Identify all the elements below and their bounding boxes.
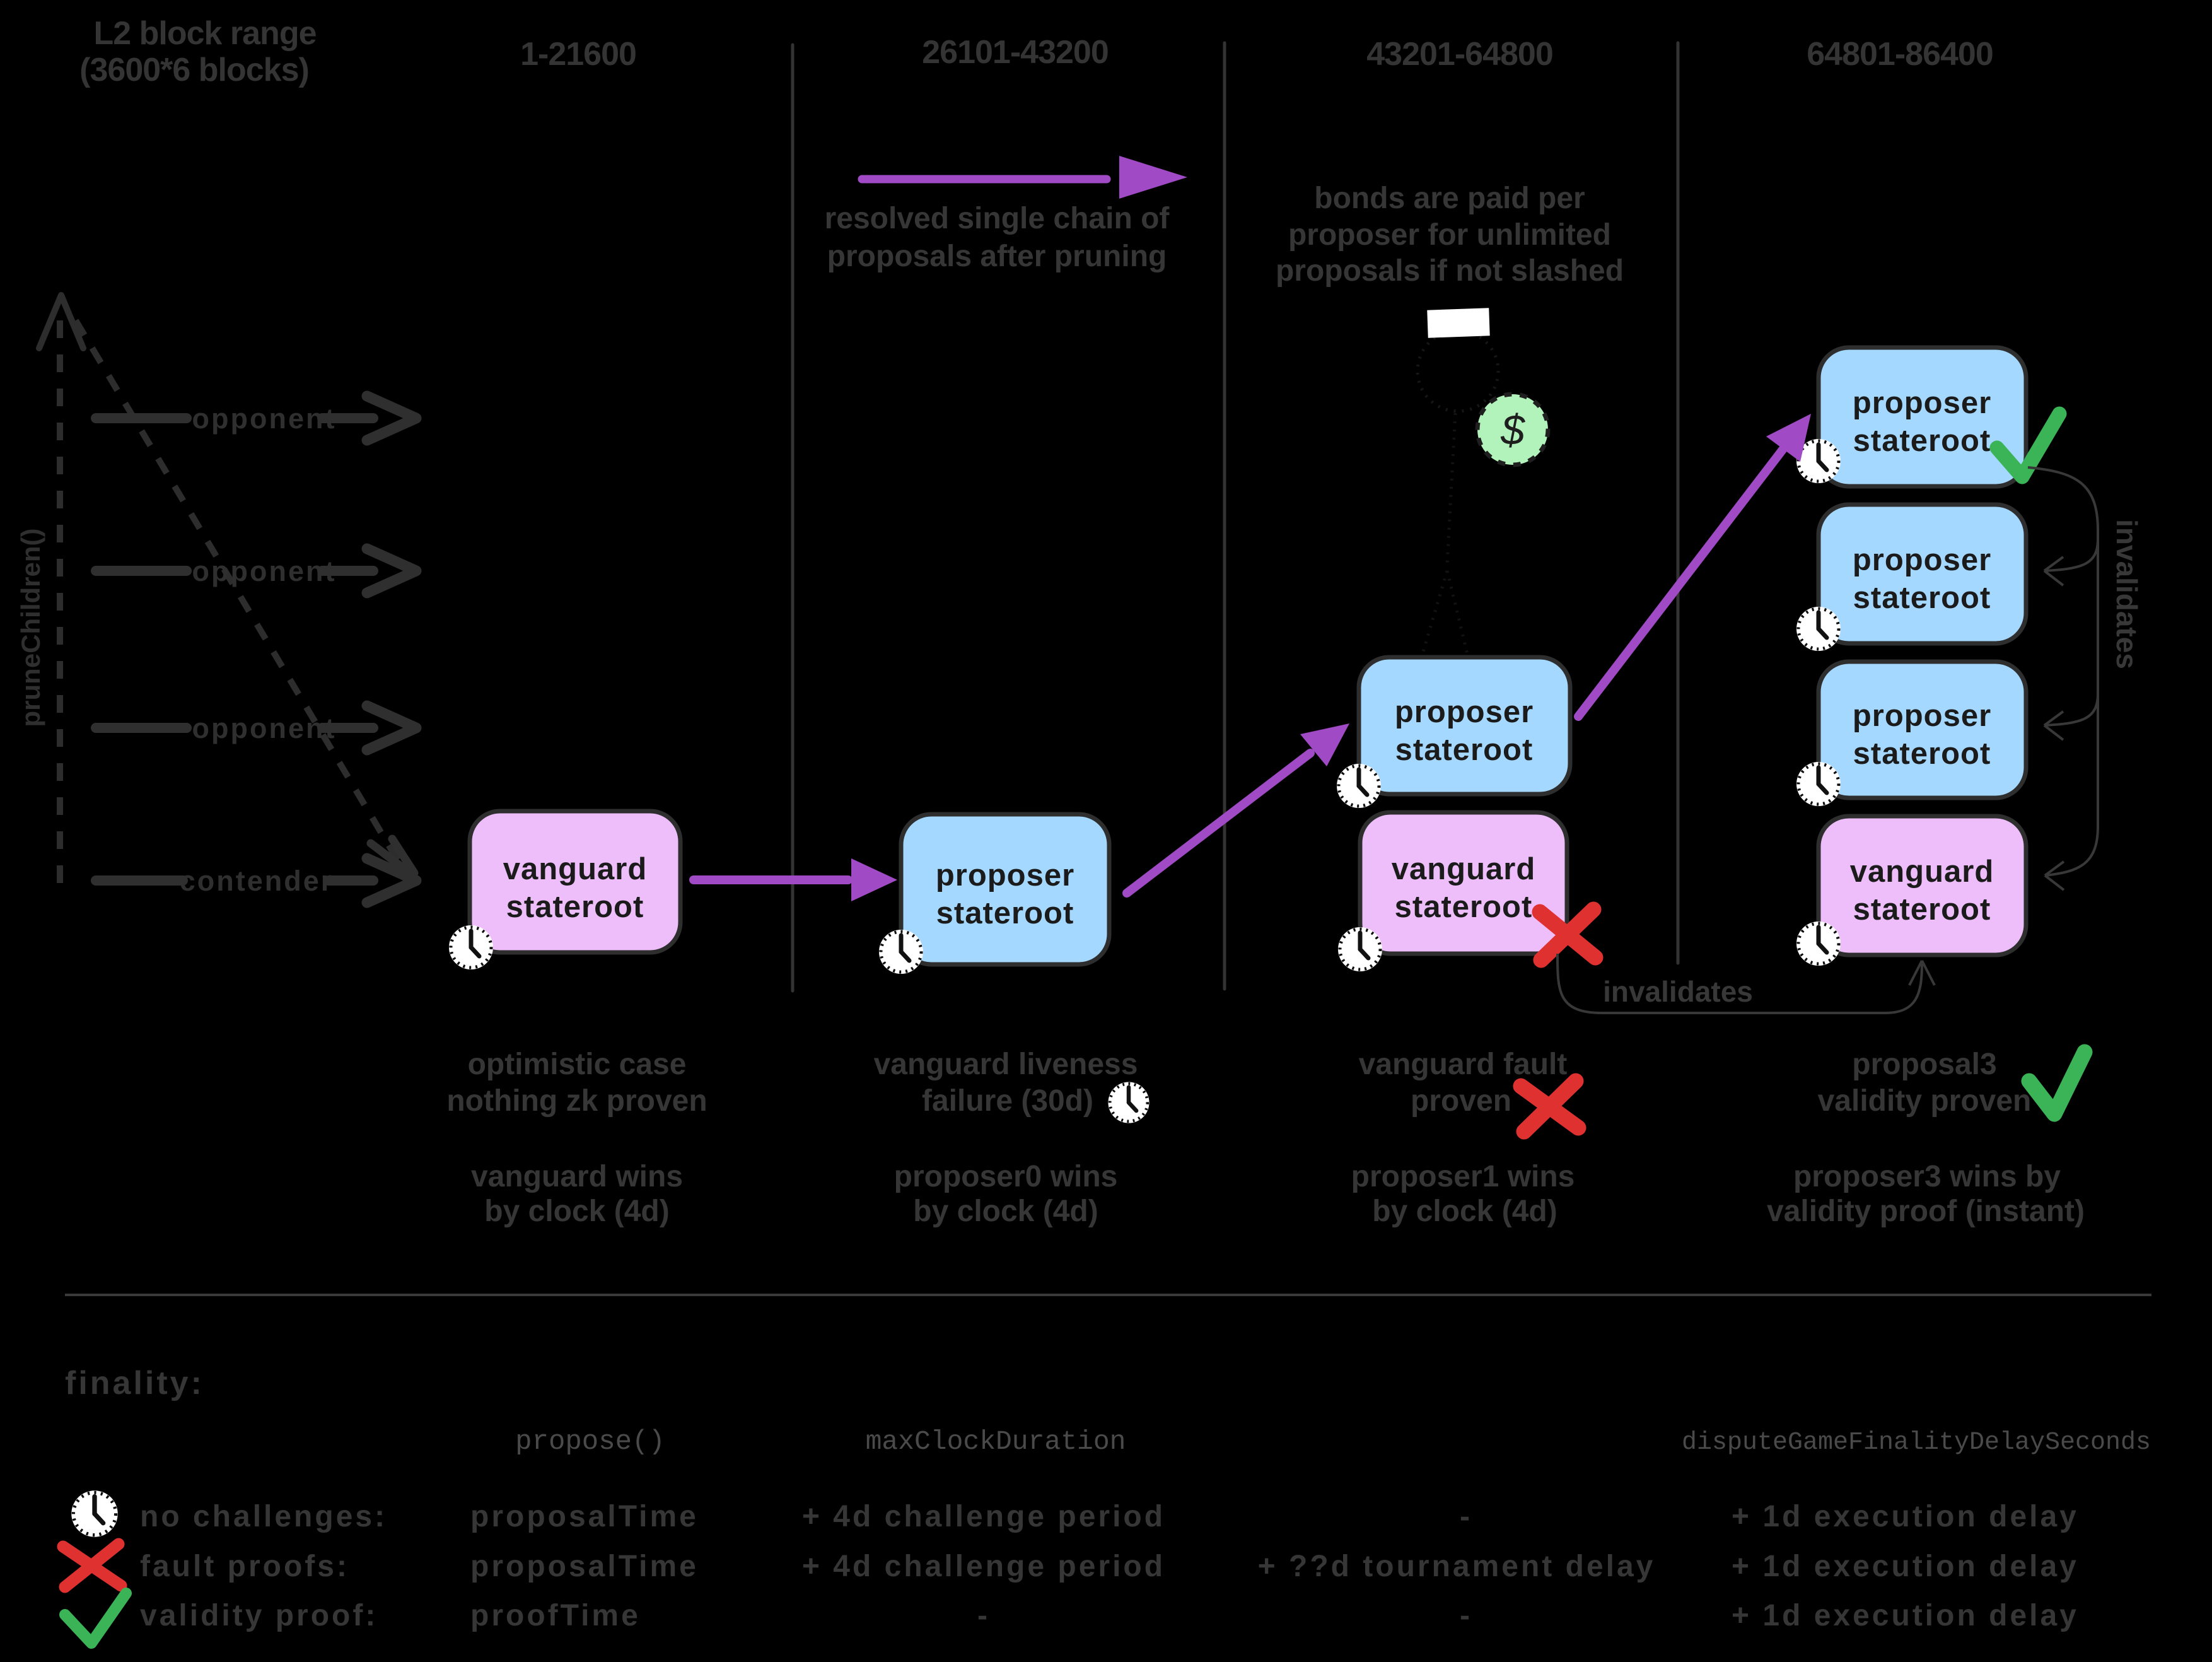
svg-text:contender: contender	[180, 865, 334, 897]
svg-text:resolved single chain of: resolved single chain of	[825, 202, 1170, 235]
svg-text:proposer: proposer	[1853, 699, 1991, 733]
svg-text:optimistic case: optimistic case	[468, 1048, 687, 1081]
svg-text:vanguard liveness: vanguard liveness	[874, 1048, 1138, 1081]
svg-text:proofTime: proofTime	[470, 1599, 641, 1632]
svg-text:validity proof:: validity proof:	[140, 1599, 378, 1632]
svg-text:proposer0 wins: proposer0 wins	[894, 1160, 1118, 1193]
svg-text:proposals after pruning: proposals after pruning	[827, 240, 1167, 273]
svg-text:nothing zk proven: nothing zk proven	[446, 1084, 707, 1118]
svg-text:+ 1d execution delay: + 1d execution delay	[1732, 1550, 2079, 1583]
svg-text:vanguard: vanguard	[1392, 852, 1536, 886]
svg-text:+ 4d challenge period: + 4d challenge period	[802, 1550, 1165, 1583]
svg-text:no challenges:: no challenges:	[140, 1500, 387, 1533]
svg-text:-: -	[977, 1599, 990, 1632]
svg-text:L2 block range: L2 block range	[94, 15, 317, 52]
svg-text:proposer3 wins by: proposer3 wins by	[1793, 1160, 2061, 1193]
svg-text:stateroot: stateroot	[1853, 737, 1991, 771]
svg-text:+ 1d execution delay: + 1d execution delay	[1732, 1599, 2079, 1632]
svg-text:proposalTime: proposalTime	[470, 1500, 699, 1533]
svg-text:stateroot: stateroot	[1395, 890, 1533, 924]
svg-text:(3600*6 blocks): (3600*6 blocks)	[79, 52, 309, 88]
svg-text:fault proofs:: fault proofs:	[140, 1550, 349, 1583]
svg-text:propose(): propose()	[515, 1426, 665, 1458]
svg-text:finality:: finality:	[65, 1365, 204, 1402]
svg-text:stateroot: stateroot	[1853, 892, 1991, 927]
svg-text:stateroot: stateroot	[1853, 581, 1991, 615]
svg-text:proposer: proposer	[936, 858, 1074, 892]
svg-text:vanguard: vanguard	[1850, 855, 1994, 889]
svg-text:invalidates: invalidates	[1603, 975, 1753, 1008]
svg-text:proposer for unlimited: proposer for unlimited	[1288, 218, 1611, 252]
svg-text:opponent: opponent	[192, 712, 337, 744]
svg-text:proposer: proposer	[1395, 695, 1534, 729]
svg-text:+ ??d tournament delay: + ??d tournament delay	[1258, 1550, 1656, 1583]
svg-text:bonds are paid per: bonds are paid per	[1314, 182, 1585, 215]
svg-text:+ 4d challenge period: + 4d challenge period	[802, 1500, 1165, 1533]
svg-text:maxClockDuration: maxClockDuration	[866, 1426, 1126, 1457]
svg-text:by clock (4d): by clock (4d)	[913, 1195, 1098, 1228]
svg-text:stateroot: stateroot	[1853, 424, 1991, 458]
svg-text:64801-86400: 64801-86400	[1807, 36, 1993, 73]
svg-text:+ 1d execution delay: + 1d execution delay	[1732, 1500, 2079, 1533]
svg-text:vanguard: vanguard	[503, 852, 648, 886]
svg-text:proposalTime: proposalTime	[470, 1550, 699, 1583]
svg-text:opponent: opponent	[192, 555, 337, 587]
svg-text:stateroot: stateroot	[1395, 733, 1534, 767]
svg-text:proposer: proposer	[1853, 543, 1991, 577]
svg-text:vanguard wins: vanguard wins	[471, 1160, 683, 1193]
svg-text:stateroot: stateroot	[506, 890, 644, 924]
svg-text:failure (30d): failure (30d)	[922, 1084, 1093, 1118]
svg-text:proposer1 wins: proposer1 wins	[1351, 1160, 1575, 1193]
svg-text:stateroot: stateroot	[936, 896, 1074, 930]
svg-text:by clock (4d): by clock (4d)	[1372, 1195, 1557, 1228]
svg-text:disputeGameFinalityDelaySecond: disputeGameFinalityDelaySeconds	[1682, 1429, 2151, 1457]
svg-text:by clock (4d): by clock (4d)	[484, 1195, 669, 1228]
svg-text:$: $	[1500, 406, 1525, 454]
svg-text:proposer: proposer	[1853, 386, 1991, 420]
svg-text:invalidates: invalidates	[2110, 519, 2143, 669]
svg-text:-: -	[1460, 1599, 1472, 1632]
svg-text:validity proof (instant): validity proof (instant)	[1767, 1195, 2085, 1228]
svg-text:validity proven: validity proven	[1818, 1084, 2032, 1118]
svg-text:proven: proven	[1411, 1084, 1511, 1118]
svg-text:proposal3: proposal3	[1852, 1048, 1996, 1081]
svg-text:vanguard fault: vanguard fault	[1359, 1048, 1568, 1081]
svg-text:1-21600: 1-21600	[520, 36, 636, 73]
svg-text:43201-64800: 43201-64800	[1366, 36, 1553, 73]
svg-text:proposals if not slashed: proposals if not slashed	[1276, 254, 1624, 288]
svg-text:-: -	[1460, 1500, 1472, 1533]
svg-text:pruneChildren(): pruneChildren()	[16, 529, 45, 727]
svg-text:26101-43200: 26101-43200	[922, 34, 1109, 71]
svg-text:opponent: opponent	[192, 402, 337, 435]
